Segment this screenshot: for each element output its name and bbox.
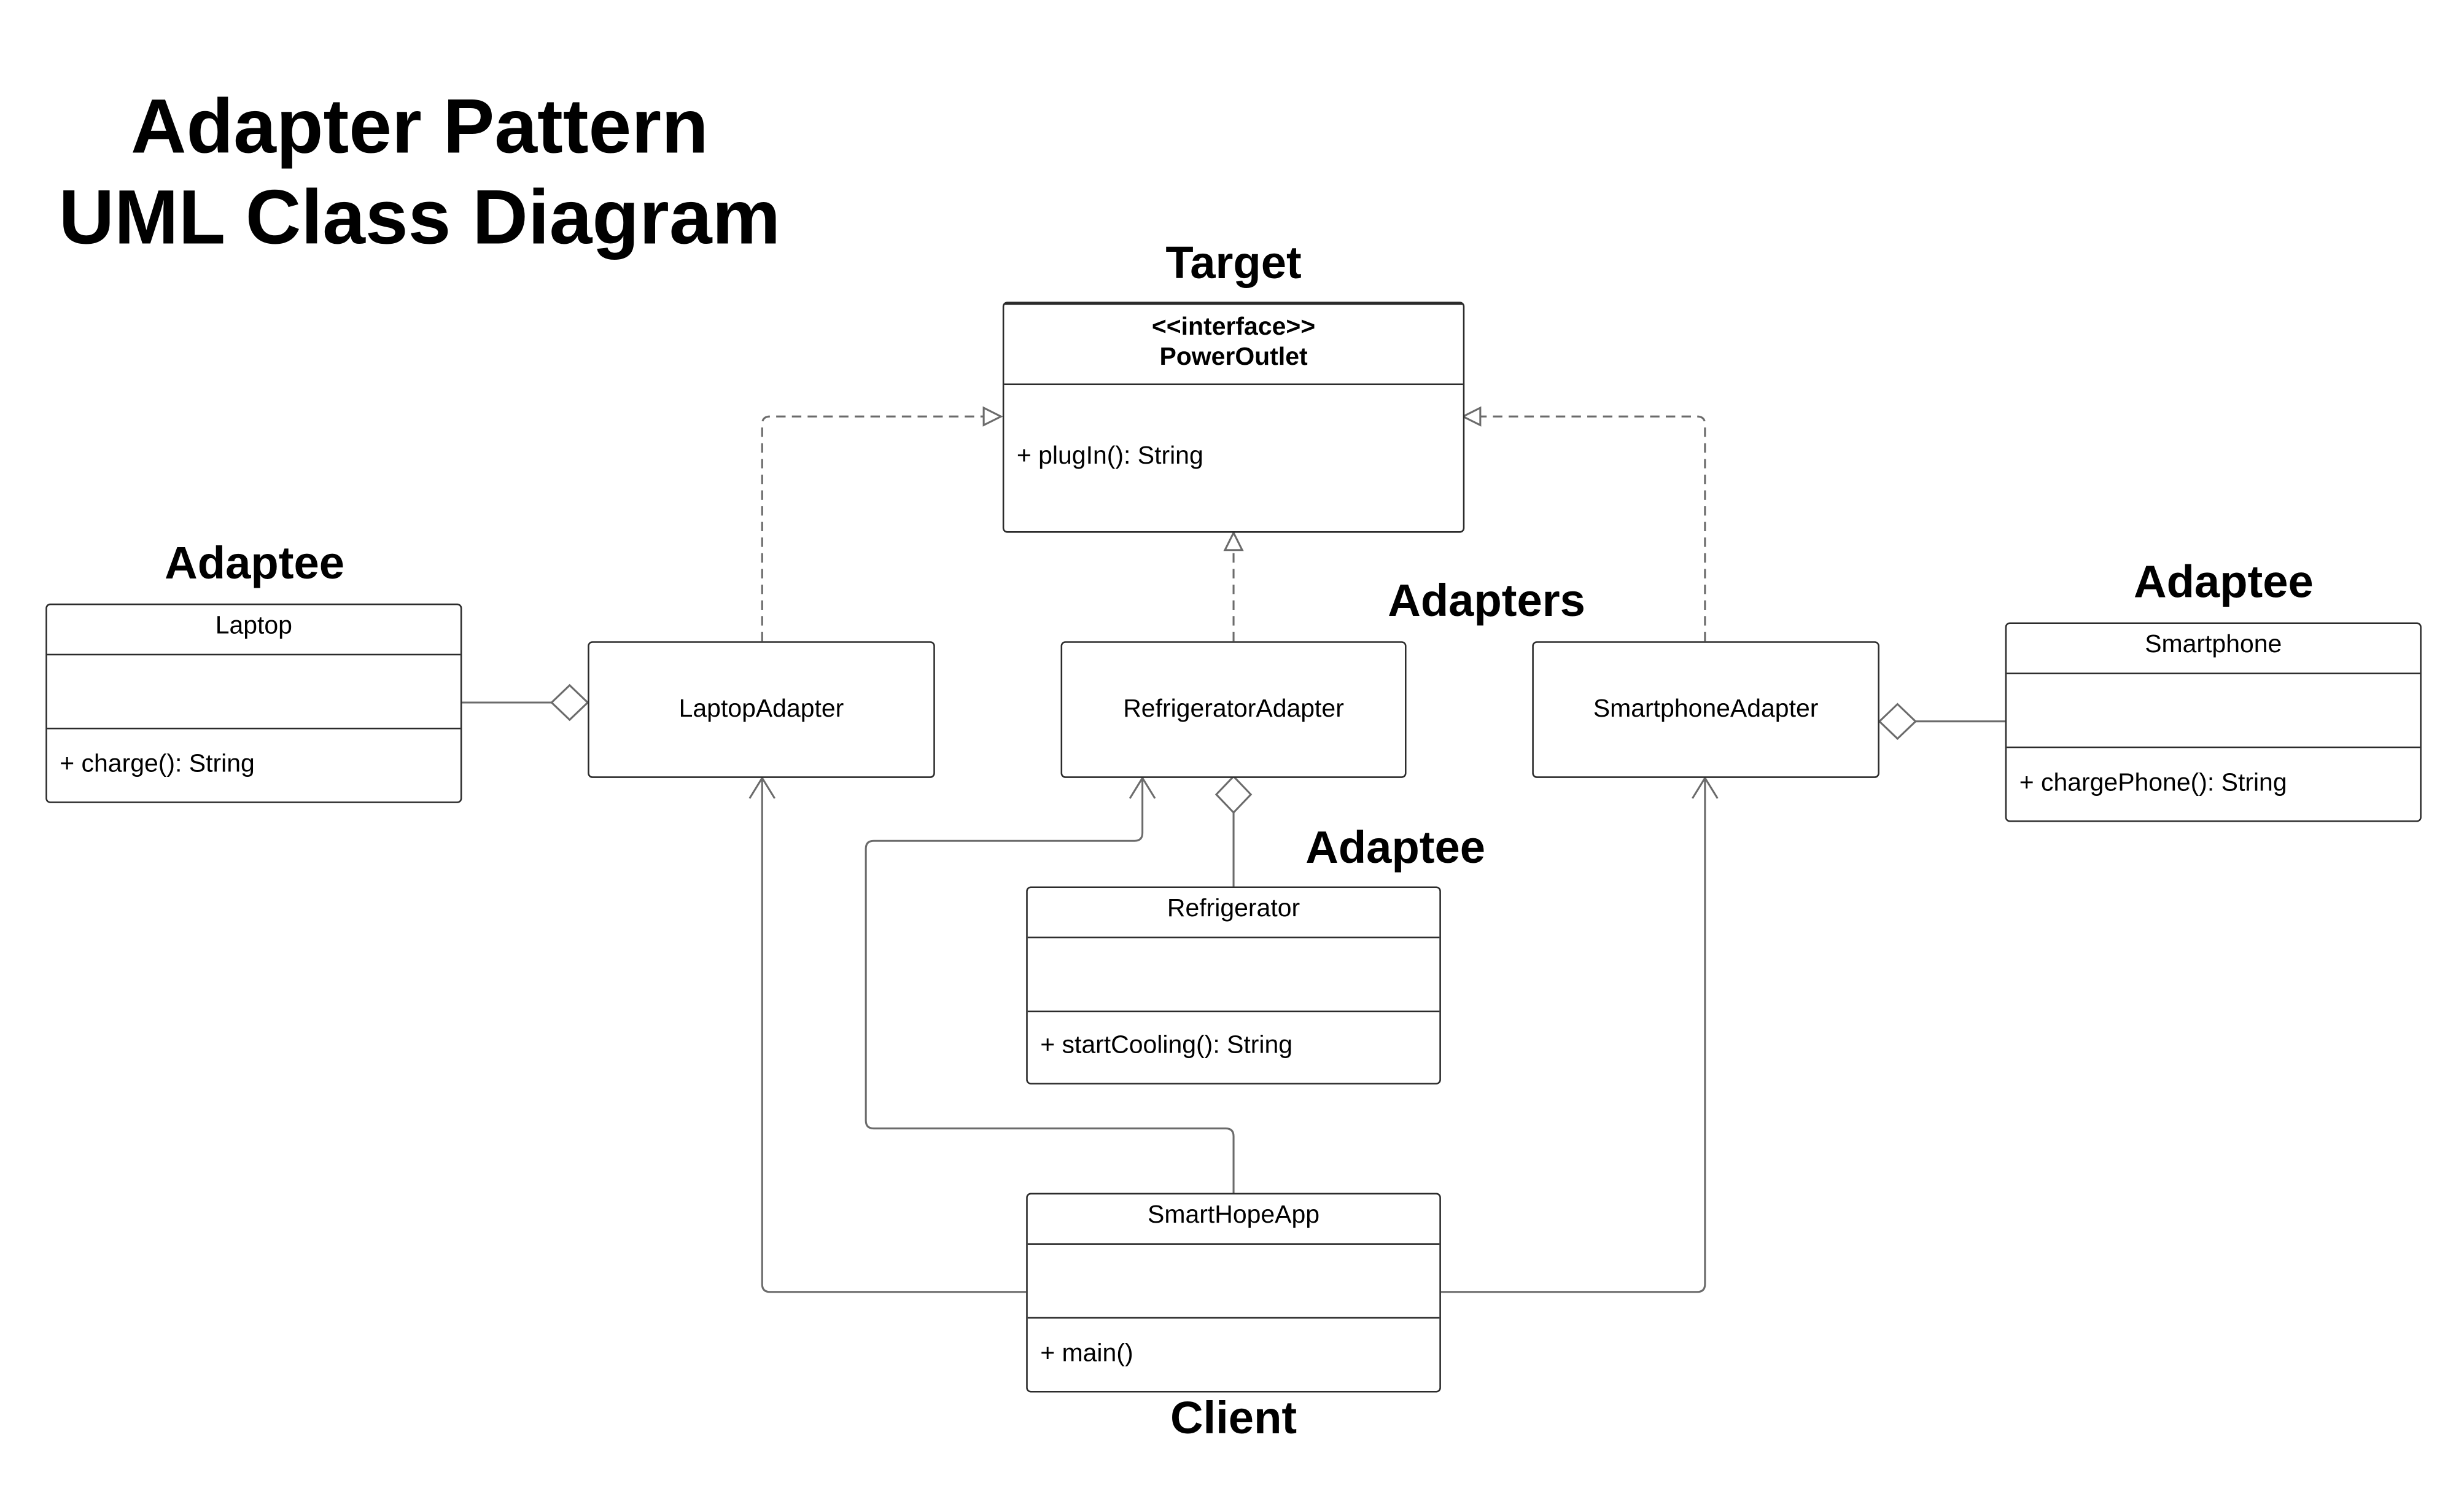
refrigerator-attributes [1027, 937, 1440, 1010]
power-outlet-header: <<interface>> PowerOutlet [1004, 303, 1463, 384]
smartphone-methods: + chargePhone(): String [2007, 746, 2420, 819]
label-adaptee-left: Adaptee [165, 539, 345, 590]
refrigerator-adapter-name: RefrigeratorAdapter [1123, 695, 1344, 722]
association-client-smartphone-adapter [1440, 779, 1706, 1293]
power-outlet-name: PowerOutlet [1159, 344, 1308, 371]
laptop-methods: + charge(): String [47, 727, 461, 800]
power-outlet-methods: + plugIn(): String [1004, 383, 1463, 529]
smart-hope-app-methods: + main() [1027, 1317, 1440, 1390]
laptop-name: Laptop [215, 613, 292, 640]
laptop-adapter-name: LaptopAdapter [678, 695, 844, 722]
smart-hope-app-method: + main() [1040, 1339, 1133, 1367]
realization-arrowhead-right [1461, 406, 1482, 427]
refrigerator-method: + startCooling(): String [1040, 1032, 1293, 1059]
aggregation-diamond-laptop [550, 683, 589, 722]
smartphone-attributes [2007, 672, 2420, 746]
title-line-2: UML Class Diagram [58, 176, 781, 261]
label-client: Client [1170, 1394, 1297, 1444]
smart-hope-app-name: SmartHopeApp [1148, 1202, 1320, 1229]
diagram-title: Adapter Pattern UML Class Diagram [56, 82, 782, 264]
label-target: Target [1165, 239, 1302, 289]
class-laptop-adapter[interactable]: LaptopAdapter [588, 641, 935, 778]
label-adapters: Adapters [1388, 577, 1585, 628]
aggregation-diamond-smartphone [1878, 703, 1918, 740]
realization-arrowhead-left [982, 406, 1003, 427]
smartphone-adapter-name: SmartphoneAdapter [1593, 695, 1819, 722]
laptop-method: + charge(): String [60, 750, 255, 777]
smart-hope-app-attributes [1027, 1243, 1440, 1317]
smartphone-method: + chargePhone(): String [2019, 769, 2287, 796]
laptop-attributes [47, 653, 461, 728]
class-smart-hope-app[interactable]: SmartHopeApp + main() [1026, 1193, 1441, 1393]
refrigerator-methods: + startCooling(): String [1027, 1010, 1440, 1081]
label-adaptee-middle: Adaptee [1305, 824, 1486, 874]
realization-smartphone-adapter [1480, 415, 1706, 642]
power-outlet-stereotype: <<interface>> [1151, 314, 1316, 341]
realization-laptop-adapter [761, 415, 984, 642]
association-client-laptop-adapter [761, 779, 1027, 1293]
class-refrigerator-adapter[interactable]: RefrigeratorAdapter [1060, 641, 1407, 778]
class-refrigerator[interactable]: Refrigerator + startCooling(): String [1026, 886, 1441, 1084]
aggregation-diamond-refrigerator [1215, 775, 1253, 814]
realization-arrowhead-middle [1223, 531, 1244, 551]
power-outlet-method: + plugIn(): String [1016, 443, 1203, 470]
smartphone-name: Smartphone [2145, 631, 2282, 659]
class-smartphone-adapter[interactable]: SmartphoneAdapter [1532, 641, 1879, 778]
class-smartphone[interactable]: Smartphone + chargePhone(): String [2005, 622, 2422, 822]
refrigerator-name: Refrigerator [1167, 895, 1300, 923]
association-client-refrigerator-adapter [865, 779, 1235, 1193]
class-laptop[interactable]: Laptop + charge(): String [45, 603, 462, 803]
class-power-outlet[interactable]: <<interface>> PowerOutlet + plugIn(): St… [1002, 302, 1465, 533]
title-line-1: Adapter Pattern [130, 85, 709, 170]
label-adaptee-right: Adaptee [2133, 558, 2314, 609]
